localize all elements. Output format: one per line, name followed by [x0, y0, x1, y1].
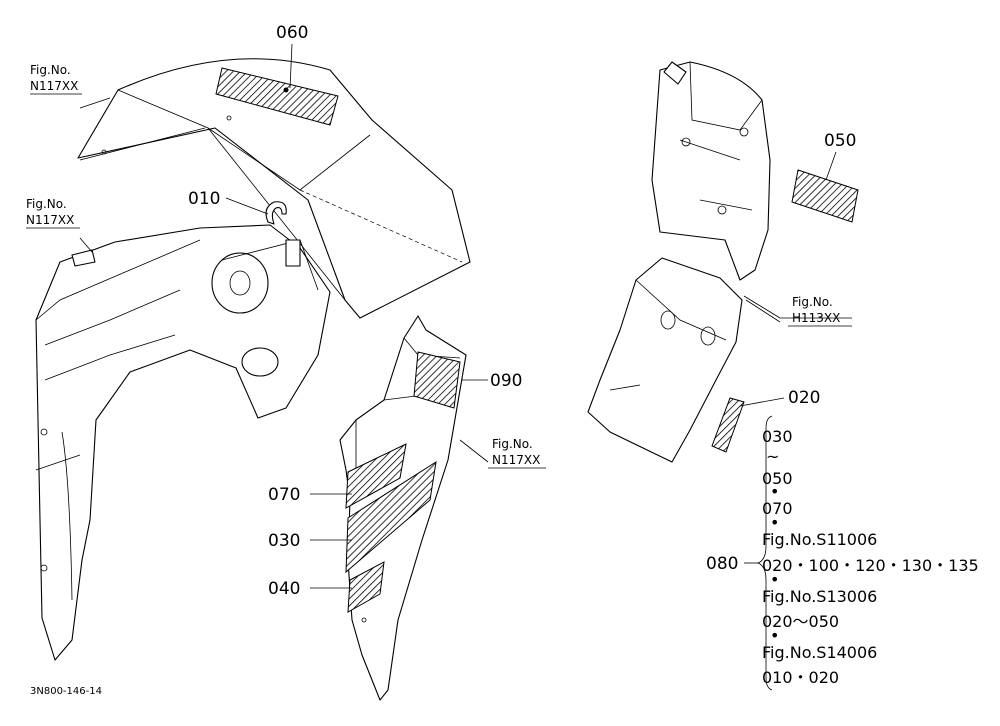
clip-010: [265, 201, 287, 225]
figref-mid-left-title: Fig.No.: [26, 197, 67, 211]
list-item: 050: [762, 469, 793, 488]
list-item: •: [770, 570, 779, 589]
list-item: •: [770, 482, 779, 501]
label-010: 010: [188, 189, 220, 209]
decal-040: [347, 561, 385, 613]
figref-right-title: Fig.No.: [792, 295, 833, 309]
decal-030: [345, 460, 437, 574]
list-item: 020・100・120・130・135: [762, 556, 979, 575]
decal-050: [791, 169, 859, 223]
label-030: 030: [268, 531, 300, 551]
list-item: •: [770, 513, 779, 532]
list-item: 020～050: [762, 612, 839, 631]
label-090: 090: [490, 371, 522, 391]
decal-060: [215, 67, 339, 126]
figref-center-title: Fig.No.: [492, 437, 533, 451]
label-060: 060: [276, 23, 308, 43]
list-item: Fig.No.S14006: [762, 643, 877, 662]
leader-lines: [79, 43, 852, 691]
figref-right-code: H113XX: [792, 311, 840, 325]
right-upper-fender: [651, 61, 771, 281]
label-080: 080: [706, 554, 738, 574]
label-040: 040: [268, 579, 300, 599]
right-lower-fender: [587, 257, 743, 463]
bracket-list: 030 ~ 050 • 070 • Fig.No.S11006 020・100・…: [762, 427, 979, 687]
figref-mid-left-code: N117XX: [26, 213, 74, 227]
list-item: 010・020: [762, 668, 839, 687]
list-item: ~: [766, 447, 779, 466]
figref-center-code: N117XX: [492, 453, 540, 467]
label-070: 070: [268, 485, 300, 505]
decal-090: [413, 351, 461, 409]
figref-top-left-title: Fig.No.: [30, 63, 71, 77]
decal-070: [345, 443, 407, 509]
list-item: 070: [762, 499, 793, 518]
figref-top-left-code: N117XX: [30, 79, 78, 93]
drawing-code: 3N800-146-14: [30, 686, 102, 697]
list-item: •: [770, 626, 779, 645]
label-050: 050: [824, 131, 856, 151]
decal-020: [711, 397, 745, 453]
list-item: 030: [762, 427, 793, 446]
label-020: 020: [788, 388, 820, 408]
hood-cover: [77, 58, 471, 319]
list-item: Fig.No.S13006: [762, 587, 877, 606]
left-fender: [35, 224, 331, 661]
list-item: Fig.No.S11006: [762, 530, 877, 549]
